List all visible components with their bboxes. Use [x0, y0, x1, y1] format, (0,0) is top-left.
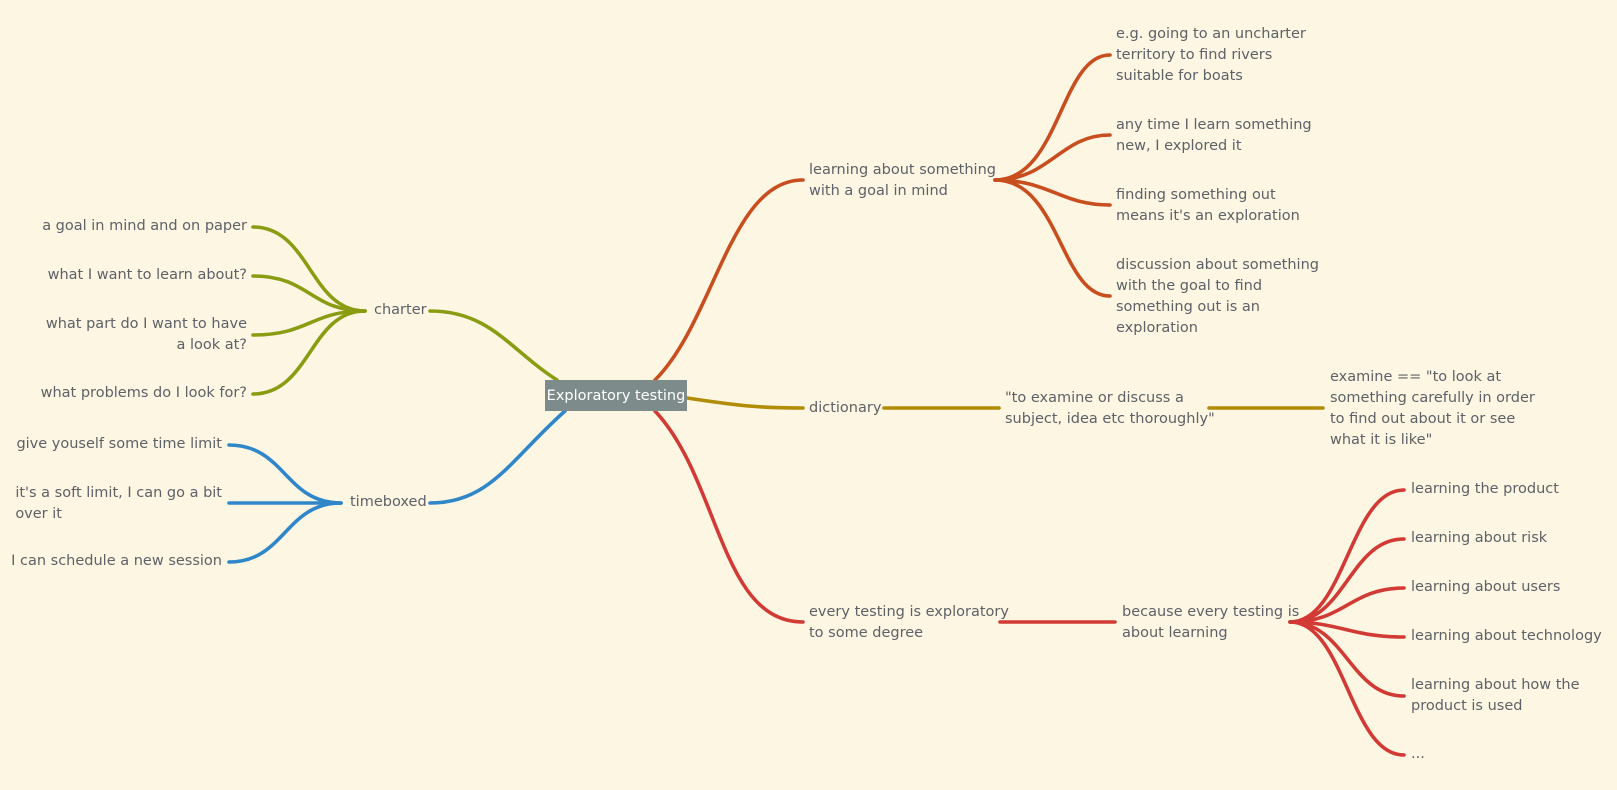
node-text-line: over it: [15, 506, 62, 522]
node-text-line: product is used: [1411, 698, 1523, 714]
node-dictionary-examine[interactable]: examine == "to look at something careful…: [1330, 367, 1535, 451]
node-every-child[interactable]: learning about users: [1411, 577, 1560, 598]
edge-charter-child: [251, 309, 367, 337]
node-dictionary-definition[interactable]: "to examine or discuss a subject, idea e…: [1005, 388, 1215, 430]
node-text-line: learning about technology: [1411, 628, 1602, 644]
node-dictionary[interactable]: dictionary: [809, 398, 881, 419]
node-text-line: learning about something: [809, 162, 996, 178]
node-text-line: charter: [374, 302, 427, 318]
node-text-line: what it is like": [1330, 432, 1433, 448]
edge-root-timeboxed: [428, 409, 567, 505]
edge-root-charter: [428, 309, 559, 382]
edge-because-child: [1288, 537, 1406, 624]
edge-because-child: [1288, 586, 1406, 624]
node-text-line: learning about risk: [1411, 530, 1548, 546]
node-text-line: I can schedule a new session: [11, 553, 222, 569]
node-text-line: learning about users: [1411, 579, 1561, 595]
node-charter-child[interactable]: a goal in mind and on paper: [42, 216, 247, 237]
edge-learning-child: [993, 178, 1112, 207]
node-text-line: it's a soft limit, I can go a bit: [15, 485, 222, 501]
node-learning-discussion[interactable]: discussion about something with the goal…: [1116, 255, 1319, 339]
node-charter-child[interactable]: what part do I want to have a look at?: [46, 314, 247, 356]
node-text-line: every testing is exploratory: [809, 604, 1009, 620]
node-text-line: learning about how the: [1411, 677, 1580, 693]
node-text-line: with a goal in mind: [809, 183, 948, 199]
edge-timeboxed-child: [227, 443, 343, 505]
node-text-line: give youself some time limit: [16, 436, 222, 452]
node-text-line: subject, idea etc thoroughly": [1005, 411, 1215, 427]
edge-charter-child: [251, 274, 367, 313]
node-charter-child[interactable]: what I want to learn about?: [48, 265, 247, 286]
node-learning-goal[interactable]: learning about something with a goal in …: [809, 160, 996, 202]
node-learning-finding[interactable]: finding something out means it's an expl…: [1116, 185, 1300, 227]
edge-root-dictionary: [685, 396, 805, 410]
edge-charter-child: [251, 309, 367, 396]
node-text-line: something carefully in order: [1330, 390, 1535, 406]
node-text-line: because every testing is: [1122, 604, 1300, 620]
node-every-because[interactable]: because every testing is about learning: [1122, 602, 1299, 644]
node-text-line: a goal in mind and on paper: [42, 218, 247, 234]
node-text-line: means it's an exploration: [1116, 208, 1300, 224]
node-every-testing[interactable]: every testing is exploratory to some deg…: [809, 602, 1009, 644]
node-text-line: suitable for boats: [1116, 68, 1243, 84]
node-text-line: e.g. going to an uncharter: [1116, 26, 1306, 42]
node-charter-child[interactable]: what problems do I look for?: [41, 383, 247, 404]
node-text-line: exploration: [1116, 320, 1198, 336]
node-text-line: new, I explored it: [1116, 138, 1242, 154]
node-timeboxed-child[interactable]: give youself some time limit: [16, 434, 222, 455]
node-text-line: ...: [1411, 746, 1425, 762]
edge-root-learning: [653, 178, 805, 382]
node-text-line: finding something out: [1116, 187, 1276, 203]
node-text-line: examine == "to look at: [1330, 369, 1502, 385]
node-text-line: dictionary: [809, 400, 882, 416]
node-timeboxed-child[interactable]: it's a soft limit, I can go a bit over i…: [15, 483, 222, 525]
node-every-child[interactable]: learning the product: [1411, 479, 1559, 500]
edge-learning-child: [993, 178, 1112, 298]
node-text-line: something out is an: [1116, 299, 1261, 315]
node-text-line: with the goal to find: [1116, 278, 1263, 294]
node-text-line: any time I learn something: [1116, 117, 1312, 133]
node-text-line: discussion about something: [1116, 257, 1319, 273]
root-node[interactable]: Exploratory testing: [545, 380, 687, 411]
edge-root-every: [653, 409, 805, 624]
edge-learning-child: [993, 53, 1112, 182]
node-text-line: a look at?: [176, 337, 247, 353]
node-every-child[interactable]: learning about risk: [1411, 528, 1547, 549]
node-text-line: "to examine or discuss a: [1005, 390, 1184, 406]
node-every-child[interactable]: learning about how the product is used: [1411, 675, 1580, 717]
node-charter[interactable]: charter: [374, 300, 427, 321]
node-every-child[interactable]: ...: [1411, 744, 1425, 765]
node-text-line: what part do I want to have: [45, 316, 247, 332]
node-text-line: what I want to learn about?: [47, 267, 247, 283]
node-text-line: what problems do I look for?: [40, 385, 247, 401]
edge-timeboxed-child: [227, 501, 343, 564]
node-learning-anytime[interactable]: any time I learn something new, I explor…: [1116, 115, 1312, 157]
node-timeboxed[interactable]: timeboxed: [350, 492, 427, 513]
node-learning-example[interactable]: e.g. going to an uncharter territory to …: [1116, 24, 1306, 87]
node-every-child[interactable]: learning about technology: [1411, 626, 1602, 647]
node-text-line: to some degree: [809, 625, 924, 641]
node-text-line: about learning: [1122, 625, 1228, 641]
edge-charter-child: [251, 225, 367, 313]
node-text-line: learning the product: [1411, 481, 1559, 497]
node-timeboxed-child[interactable]: I can schedule a new session: [11, 551, 222, 572]
node-text-line: timeboxed: [350, 494, 427, 510]
node-text-line: territory to find rivers: [1116, 47, 1273, 63]
edge-because-child: [1288, 620, 1406, 757]
edge-learning-child: [993, 133, 1112, 182]
edge-because-child: [1288, 488, 1406, 624]
node-text-line: to find out about it or see: [1330, 411, 1516, 427]
edge-because-child: [1288, 620, 1406, 698]
